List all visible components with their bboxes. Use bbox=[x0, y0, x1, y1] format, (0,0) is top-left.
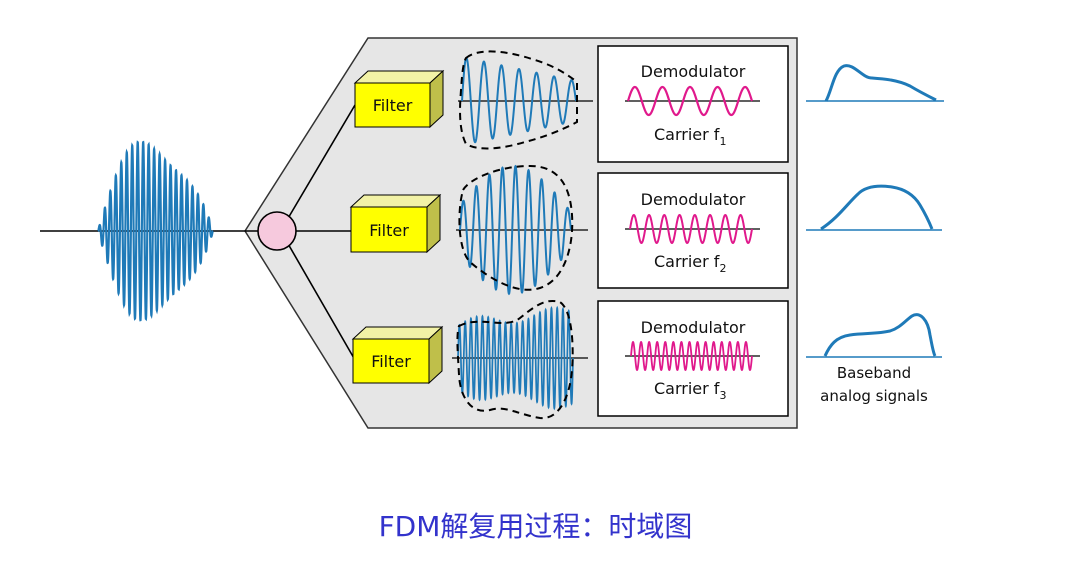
demodulator-title: Demodulator bbox=[641, 318, 746, 337]
band-signal-wave-2 bbox=[459, 164, 572, 296]
baseband-signal-3 bbox=[823, 313, 937, 357]
figure-caption: FDM解复用过程：时域图 bbox=[378, 510, 693, 543]
band-envelope-2 bbox=[458, 164, 574, 291]
band-envelope-1 bbox=[459, 50, 578, 150]
splitter-node bbox=[257, 211, 297, 251]
filter-label: Filter bbox=[371, 352, 411, 371]
carrier-wave-3 bbox=[630, 341, 753, 371]
branch-line-1 bbox=[286, 104, 356, 221]
filter-label: Filter bbox=[373, 96, 413, 115]
demodulator-title: Demodulator bbox=[641, 190, 746, 209]
carrier-wave-2 bbox=[629, 213, 753, 245]
demodulator-1: Demodulator Carrier f1 bbox=[597, 45, 789, 163]
branch-line-3 bbox=[286, 241, 356, 361]
baseband-label-line2: analog signals bbox=[820, 387, 928, 405]
band-signal-wave-1 bbox=[461, 56, 577, 144]
demodulator-title: Demodulator bbox=[641, 62, 746, 81]
carrier-label: Carrier f1 bbox=[654, 125, 726, 148]
baseband-signal-1 bbox=[824, 64, 937, 102]
baseband-label-line1: Baseband bbox=[837, 364, 911, 382]
carrier-label: Carrier f3 bbox=[654, 379, 726, 402]
band-envelope-3 bbox=[456, 300, 574, 420]
carrier-wave-1 bbox=[626, 85, 754, 117]
carrier-label: Carrier f2 bbox=[654, 252, 726, 275]
composite-signal-wave bbox=[97, 140, 214, 322]
baseband-signal-2 bbox=[820, 184, 934, 231]
filter-1: Filter bbox=[353, 69, 445, 129]
demodulator-2: Demodulator Carrier f2 bbox=[597, 172, 789, 289]
filter-2: Filter bbox=[349, 193, 442, 254]
demodulator-3: Demodulator Carrier f3 bbox=[597, 300, 789, 417]
filter-label: Filter bbox=[369, 221, 409, 240]
filter-3: Filter bbox=[351, 325, 444, 385]
